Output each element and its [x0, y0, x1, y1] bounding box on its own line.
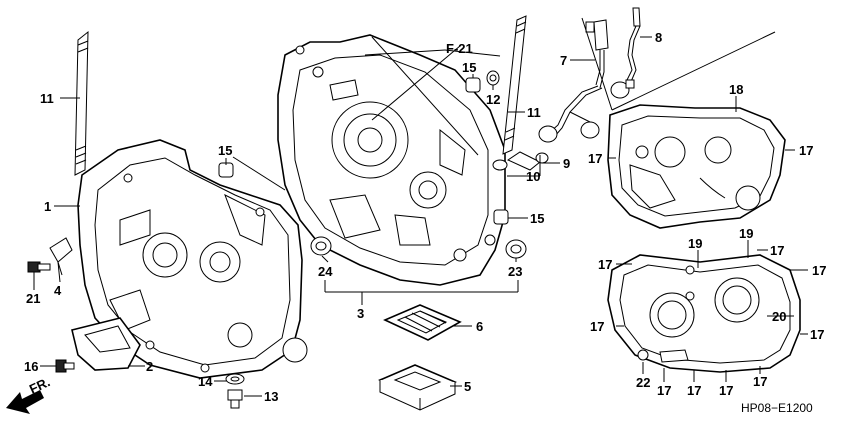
callout-11-left: 11 [40, 91, 54, 106]
seal-block-5 [378, 364, 457, 411]
switch-9 [506, 151, 549, 171]
callout-17-a: 17 [588, 151, 602, 166]
sensor-harness-7 [538, 19, 609, 143]
dowel-pin-top [465, 77, 481, 93]
callout-9: 9 [563, 156, 570, 171]
callout-12: 12 [486, 92, 500, 107]
oil-screen-6 [383, 304, 462, 341]
callout-6: 6 [476, 319, 483, 334]
bearing-23 [505, 239, 527, 259]
bolt-16 [55, 359, 75, 373]
callout-17-k: 17 [753, 374, 767, 389]
right-crankcase [277, 34, 506, 286]
gasket-20 [607, 254, 801, 373]
callout-15-left: 15 [218, 143, 232, 158]
leader-lines [33, 36, 808, 397]
callout-10: 10 [526, 169, 540, 184]
callout-19-b: 19 [739, 226, 753, 241]
dowel-pin-right [493, 209, 509, 225]
dowel-pin-left [218, 162, 234, 178]
callout-7: 7 [560, 53, 567, 68]
stud-bolt-left [74, 30, 89, 176]
callout-19-a: 19 [688, 236, 702, 251]
callout-17-d: 17 [598, 257, 612, 272]
callout-11-right: 11 [527, 105, 541, 120]
sensor-harness-8 [610, 7, 641, 99]
front-marker-label: FR. [27, 374, 52, 396]
callout-23: 23 [508, 264, 522, 279]
callout-1: 1 [44, 199, 51, 214]
callout-17-e: 17 [812, 263, 826, 278]
front-direction-arrow: FR. [6, 374, 52, 414]
stud-bolt-right [502, 15, 527, 155]
callout-16: 16 [24, 359, 38, 374]
callout-24: 24 [318, 264, 333, 279]
callout-3: 3 [357, 306, 364, 321]
reference-f21: F-21 [446, 41, 473, 56]
bracket-lines [581, 17, 776, 111]
bracket-part-4 [49, 237, 73, 276]
callout-17-i: 17 [687, 383, 701, 398]
callout-22: 22 [636, 375, 650, 390]
left-crankcase [77, 139, 308, 379]
o-ring-12 [486, 70, 500, 86]
washer-10 [492, 159, 508, 171]
callout-8: 8 [655, 30, 662, 45]
callout-21: 21 [26, 291, 40, 306]
callout-15-right: 15 [530, 211, 544, 226]
callout-17-b: 17 [799, 143, 813, 158]
callout-18: 18 [729, 82, 743, 97]
callout-5: 5 [464, 379, 471, 394]
drain-bolt-13 [227, 389, 243, 409]
callout-17-h: 17 [657, 383, 671, 398]
callout-4: 4 [54, 283, 62, 298]
callout-2: 2 [146, 359, 153, 374]
cover-plate-2 [71, 317, 141, 371]
gasket-18 [607, 104, 786, 229]
callout-20: 20 [772, 309, 786, 324]
bearing-24 [310, 236, 332, 256]
figure-code: HP08−E1200 [741, 401, 813, 415]
callout-17-c: 17 [770, 243, 784, 258]
bolt-21 [27, 261, 51, 273]
callout-15-top: 15 [462, 60, 476, 75]
callout-17-j: 17 [719, 383, 733, 398]
callout-14: 14 [198, 374, 213, 389]
washer-14 [225, 373, 245, 385]
callout-13: 13 [264, 389, 278, 404]
callout-labels: 11 1 4 21 15 2 16 14 13 F-21 15 12 11 7 … [24, 30, 826, 415]
callout-17-f: 17 [590, 319, 604, 334]
callout-17-g: 17 [810, 327, 824, 342]
